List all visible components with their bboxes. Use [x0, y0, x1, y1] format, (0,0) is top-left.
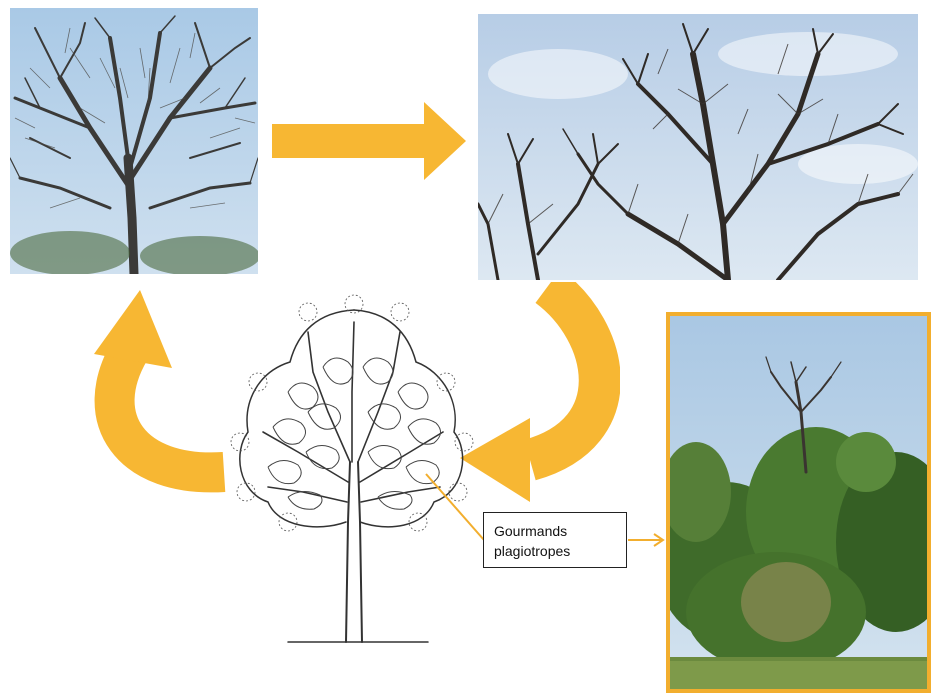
callout-label-box: Gourmands plagiotropes: [483, 512, 627, 568]
tree-diagram: [228, 292, 476, 646]
curved-up-arrow-icon: [90, 288, 230, 494]
small-right-arrow-icon: [628, 532, 666, 548]
bare-tree-crown-photo: [10, 8, 258, 274]
callout-line2: plagiotropes: [494, 541, 616, 561]
callout-line1: Gourmands: [494, 521, 616, 541]
recovered-tree-photo: [666, 312, 931, 693]
dieback-crown-photo: [478, 14, 918, 280]
right-arrow-icon: [272, 102, 468, 180]
